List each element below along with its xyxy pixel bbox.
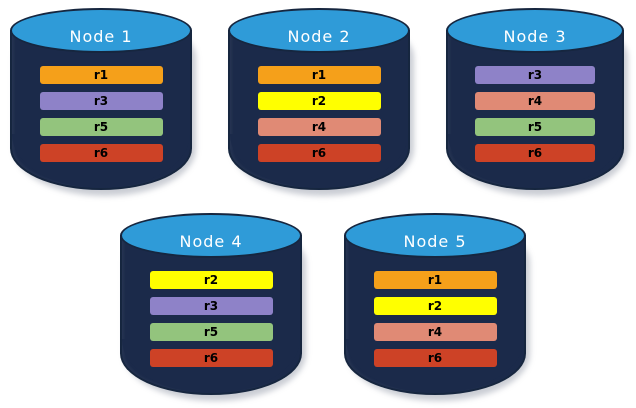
node-label: Node 3 <box>503 27 567 46</box>
replica-label: r5 <box>93 120 109 134</box>
replica-label: r6 <box>311 146 327 160</box>
replica-label: r4 <box>311 120 327 134</box>
replica-label: r3 <box>527 68 543 82</box>
node-cylinder-icon: Node 4 r2 r3 r5 r6 <box>120 213 302 395</box>
database-node-1[interactable]: Node 1 r1 r3 r5 r6 <box>10 8 196 196</box>
node-barrel <box>120 235 302 395</box>
replica-bar-r2[interactable]: r2 <box>373 297 497 315</box>
replica-bar-r5[interactable]: r5 <box>475 118 595 136</box>
replica-label: r4 <box>527 94 543 108</box>
database-node-3[interactable]: Node 3 r3 r4 r5 r6 <box>446 8 628 196</box>
replica-bar-r1[interactable]: r1 <box>257 66 381 84</box>
node-top-ellipse: Node 4 <box>120 213 302 258</box>
replica-bar-r3[interactable]: r3 <box>39 92 163 110</box>
replica-bar-r2[interactable]: r2 <box>257 92 381 110</box>
replica-bar-r6[interactable]: r6 <box>475 144 595 162</box>
replica-label: r6 <box>93 146 109 160</box>
node-label: Node 2 <box>287 27 351 46</box>
replica-label: r6 <box>203 351 219 365</box>
replica-bar-r1[interactable]: r1 <box>373 271 497 289</box>
replica-label: r1 <box>427 273 443 287</box>
replica-bar-r5[interactable]: r5 <box>39 118 163 136</box>
replica-label: r2 <box>311 94 327 108</box>
replica-bar-r6[interactable]: r6 <box>373 349 497 367</box>
node-cylinder-icon: Node 1 r1 r3 r5 r6 <box>10 8 192 190</box>
replica-label: r1 <box>311 68 327 82</box>
replica-label: r5 <box>203 325 219 339</box>
node-top-ellipse: Node 1 <box>10 8 192 53</box>
replica-list: r3 r4 r5 r6 <box>446 66 624 162</box>
node-label: Node 1 <box>69 27 133 46</box>
node-cylinder-icon: Node 5 r1 r2 r4 r6 <box>344 213 526 395</box>
replica-label: r3 <box>203 299 219 313</box>
replica-list: r2 r3 r5 r6 <box>120 271 302 367</box>
replica-bar-r4[interactable]: r4 <box>257 118 381 136</box>
database-node-4[interactable]: Node 4 r2 r3 r5 r6 <box>120 213 306 401</box>
database-node-5[interactable]: Node 5 r1 r2 r4 r6 <box>344 213 530 401</box>
replica-list: r1 r3 r5 r6 <box>10 66 192 162</box>
replica-list: r1 r2 r4 r6 <box>228 66 410 162</box>
node-top-ellipse: Node 2 <box>228 8 410 53</box>
replica-label: r2 <box>427 299 443 313</box>
replica-bar-r1[interactable]: r1 <box>39 66 163 84</box>
replica-bar-r6[interactable]: r6 <box>257 144 381 162</box>
node-cylinder-icon: Node 2 r1 r2 r4 r6 <box>228 8 410 190</box>
replica-bar-r4[interactable]: r4 <box>475 92 595 110</box>
replica-label: r2 <box>203 273 219 287</box>
replica-label: r5 <box>527 120 543 134</box>
replica-bar-r6[interactable]: r6 <box>149 349 273 367</box>
replica-bar-r6[interactable]: r6 <box>39 144 163 162</box>
replica-list: r1 r2 r4 r6 <box>344 271 526 367</box>
replica-bar-r5[interactable]: r5 <box>149 323 273 341</box>
replica-bar-r4[interactable]: r4 <box>373 323 497 341</box>
database-node-2[interactable]: Node 2 r1 r2 r4 r6 <box>228 8 414 196</box>
replica-label: r6 <box>527 146 543 160</box>
replica-label: r3 <box>93 94 109 108</box>
node-top-ellipse: Node 5 <box>344 213 526 258</box>
replica-label: r1 <box>93 68 109 82</box>
replica-label: r4 <box>427 325 443 339</box>
node-cylinder-icon: Node 3 r3 r4 r5 r6 <box>446 8 624 190</box>
node-label: Node 4 <box>179 232 243 251</box>
replica-label: r6 <box>427 351 443 365</box>
replica-bar-r3[interactable]: r3 <box>475 66 595 84</box>
replica-bar-r2[interactable]: r2 <box>149 271 273 289</box>
replica-bar-r3[interactable]: r3 <box>149 297 273 315</box>
node-label: Node 5 <box>403 232 467 251</box>
node-top-ellipse: Node 3 <box>446 8 624 53</box>
